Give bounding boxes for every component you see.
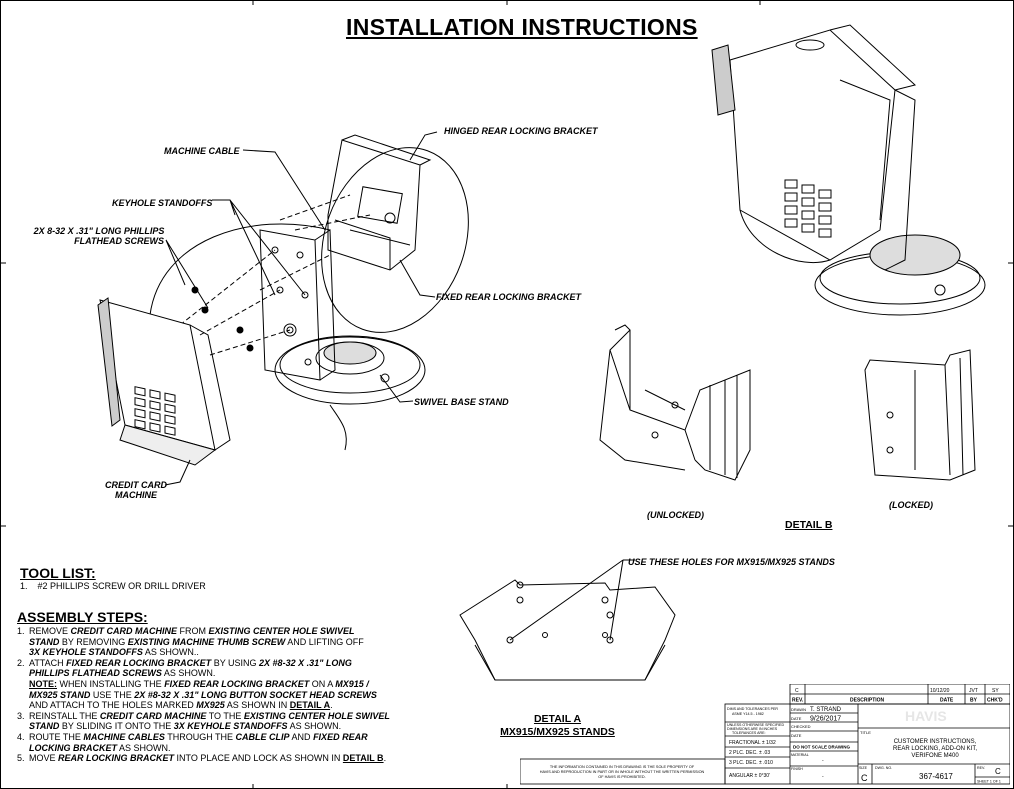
tb-material-label: MATERIAL	[791, 753, 809, 757]
callout-fixed-rear-locking-bracket: FIXED REAR LOCKING BRACKET	[436, 292, 582, 302]
tb-no-scale: DO NOT SCALE DRAWING	[793, 745, 850, 750]
callout-credit-card-machine: CREDIT CARD MACHINE	[96, 480, 176, 500]
tb-rev-letter: C	[795, 688, 799, 694]
tb-dwg-value: 367-4617	[919, 772, 953, 781]
callout-credit-card-line2: MACHINE	[115, 490, 157, 500]
tb-finish-label: FINISH	[791, 767, 803, 771]
tb-unless-2: DIMENSIONS ARE IN INCHES	[727, 727, 778, 731]
tb-drawn-label: DRAWN	[791, 707, 806, 712]
exploded-assembly-drawing	[97, 131, 469, 486]
tb-unless-1: UNLESS OTHERWISE SPECIFIED	[727, 723, 784, 727]
tb-rev-by: JVT	[969, 688, 978, 694]
tool-list-item-text: #2 PHILLIPS SCREW OR DRILL DRIVER	[37, 581, 206, 591]
tb-prop-1: THE INFORMATION CONTAINED IN THIS DRAWIN…	[550, 765, 695, 769]
callout-screws-line1: 2X 8-32 X .31" LONG PHILLIPS	[33, 226, 165, 236]
tb-rev-date: 10/12/20	[930, 688, 950, 694]
title-block: C 10/12/20 JVT SY REV. DESCRIPTION DATE …	[520, 684, 1010, 785]
tool-list-heading: TOOL LIST:	[20, 565, 96, 581]
tb-date2-label: DATE	[791, 733, 802, 738]
detail-a-label: DETAIL A MX915/MX925 STANDS	[490, 713, 625, 739]
assembly-step-1: 1.REMOVE CREDIT CARD MACHINE FROM EXISTI…	[17, 626, 364, 658]
detail-a-drawing	[459, 559, 676, 681]
tb-col-chkd: CHK'D	[987, 698, 1003, 704]
tb-date-label: DATE	[791, 716, 802, 721]
tb-dims-note-1: DIMS AND TOLERANCES PER	[727, 707, 778, 711]
detail-b-label: DETAIL B	[785, 519, 833, 531]
callout-credit-card-line1: CREDIT CARD	[105, 480, 167, 490]
assembly-step-3: 3.REINSTALL THE CREDIT CARD MACHINE TO T…	[17, 710, 390, 732]
tb-title-line1: CUSTOMER INSTRUCTIONS,	[894, 739, 977, 745]
callout-use-these-holes: USE THESE HOLES FOR MX915/MX925 STANDS	[628, 557, 835, 567]
tb-col-rev: REV.	[792, 698, 804, 704]
havis-logo: HAVIS	[905, 708, 947, 724]
tb-dash-2: -	[822, 774, 824, 780]
assembly-steps-heading: ASSEMBLY STEPS:	[17, 609, 148, 625]
callout-keyhole-standoffs: KEYHOLE STANDOFFS	[112, 198, 213, 208]
tb-rev-value: C	[995, 767, 1001, 776]
callout-swivel-base-stand: SWIVEL BASE STAND	[414, 397, 509, 407]
callout-hinged-rear-locking-bracket: HINGED REAR LOCKING BRACKET	[444, 126, 598, 136]
tb-checked-label: CHECKED	[791, 724, 811, 729]
assembly-step-5: 5.MOVE REAR LOCKING BRACKET INTO PLACE A…	[17, 753, 387, 764]
page-title: INSTALLATION INSTRUCTIONS	[346, 14, 698, 40]
detail-b-locked-drawing	[864, 349, 976, 481]
tb-dwg-label: DWG. NO.	[875, 766, 892, 770]
assembly-steps-list: 1.REMOVE CREDIT CARD MACHINE FROM EXISTI…	[17, 626, 417, 764]
tool-list-item-number: 1.	[20, 581, 28, 591]
tb-col-date: DATE	[940, 698, 954, 704]
detail-b-locked-label: (LOCKED)	[889, 500, 933, 510]
tb-size-value: C	[861, 773, 868, 783]
tb-rev-label: REV.	[977, 766, 985, 770]
tb-unless-3: TOLERANCES ARE:	[732, 731, 766, 735]
detail-a-label-line2: MX915/MX925 STANDS	[500, 726, 615, 738]
detail-b-unlocked-label: (UNLOCKED)	[647, 510, 704, 520]
tb-col-description: DESCRIPTION	[850, 698, 885, 704]
tb-drawn-value: T. STRAND	[810, 707, 842, 713]
tb-fractional: FRACTIONAL ± 1/32	[729, 740, 776, 746]
detail-b-unlocked-drawing	[599, 324, 751, 481]
assembly-step-4: 4.ROUTE THE MACHINE CABLES THROUGH THE C…	[17, 731, 368, 753]
tb-title-label: TITLE	[860, 730, 871, 735]
tool-list-item: 1. #2 PHILLIPS SCREW OR DRILL DRIVER	[20, 581, 206, 591]
tb-two-plc: 2 PLC. DEC. ± .03	[729, 750, 770, 756]
tb-three-plc: 3 PLC. DEC. ± .010	[729, 760, 773, 766]
tb-sheet: SHEET 1 OF 1	[977, 780, 1001, 784]
callout-machine-cable: MACHINE CABLE	[164, 146, 240, 156]
assembly-step-2: 2.ATTACH FIXED REAR LOCKING BRACKET BY U…	[17, 657, 377, 711]
tb-col-by: BY	[970, 698, 978, 704]
tb-dims-note-2: ASME Y14.5 - 1982	[732, 712, 764, 716]
tb-size-label: SIZE	[859, 766, 868, 770]
tb-title-line3: VERIFONE M400	[911, 753, 959, 759]
tb-rev-chkd: SY	[992, 688, 999, 694]
tb-dash-1: -	[822, 758, 824, 764]
callout-screws-line2: FLATHEAD SCREWS	[74, 236, 164, 246]
assembled-view-drawing	[711, 24, 986, 316]
callout-screws: 2X 8-32 X .31" LONG PHILLIPS FLATHEAD SC…	[24, 226, 174, 246]
tb-title-line2: REAR LOCKING, ADD-ON KIT,	[893, 746, 977, 752]
tb-date-value: 9/26/2017	[810, 716, 841, 723]
tb-prop-2: HAVIS AND REPRODUCTION IN PART OR IN WHO…	[540, 770, 705, 774]
tb-angular: ANGULAR ± 0°30'	[729, 773, 770, 779]
detail-a-label-line1: DETAIL A	[533, 713, 582, 725]
tb-prop-3: OF HAVIS IS PROHIBITED.	[598, 775, 645, 779]
